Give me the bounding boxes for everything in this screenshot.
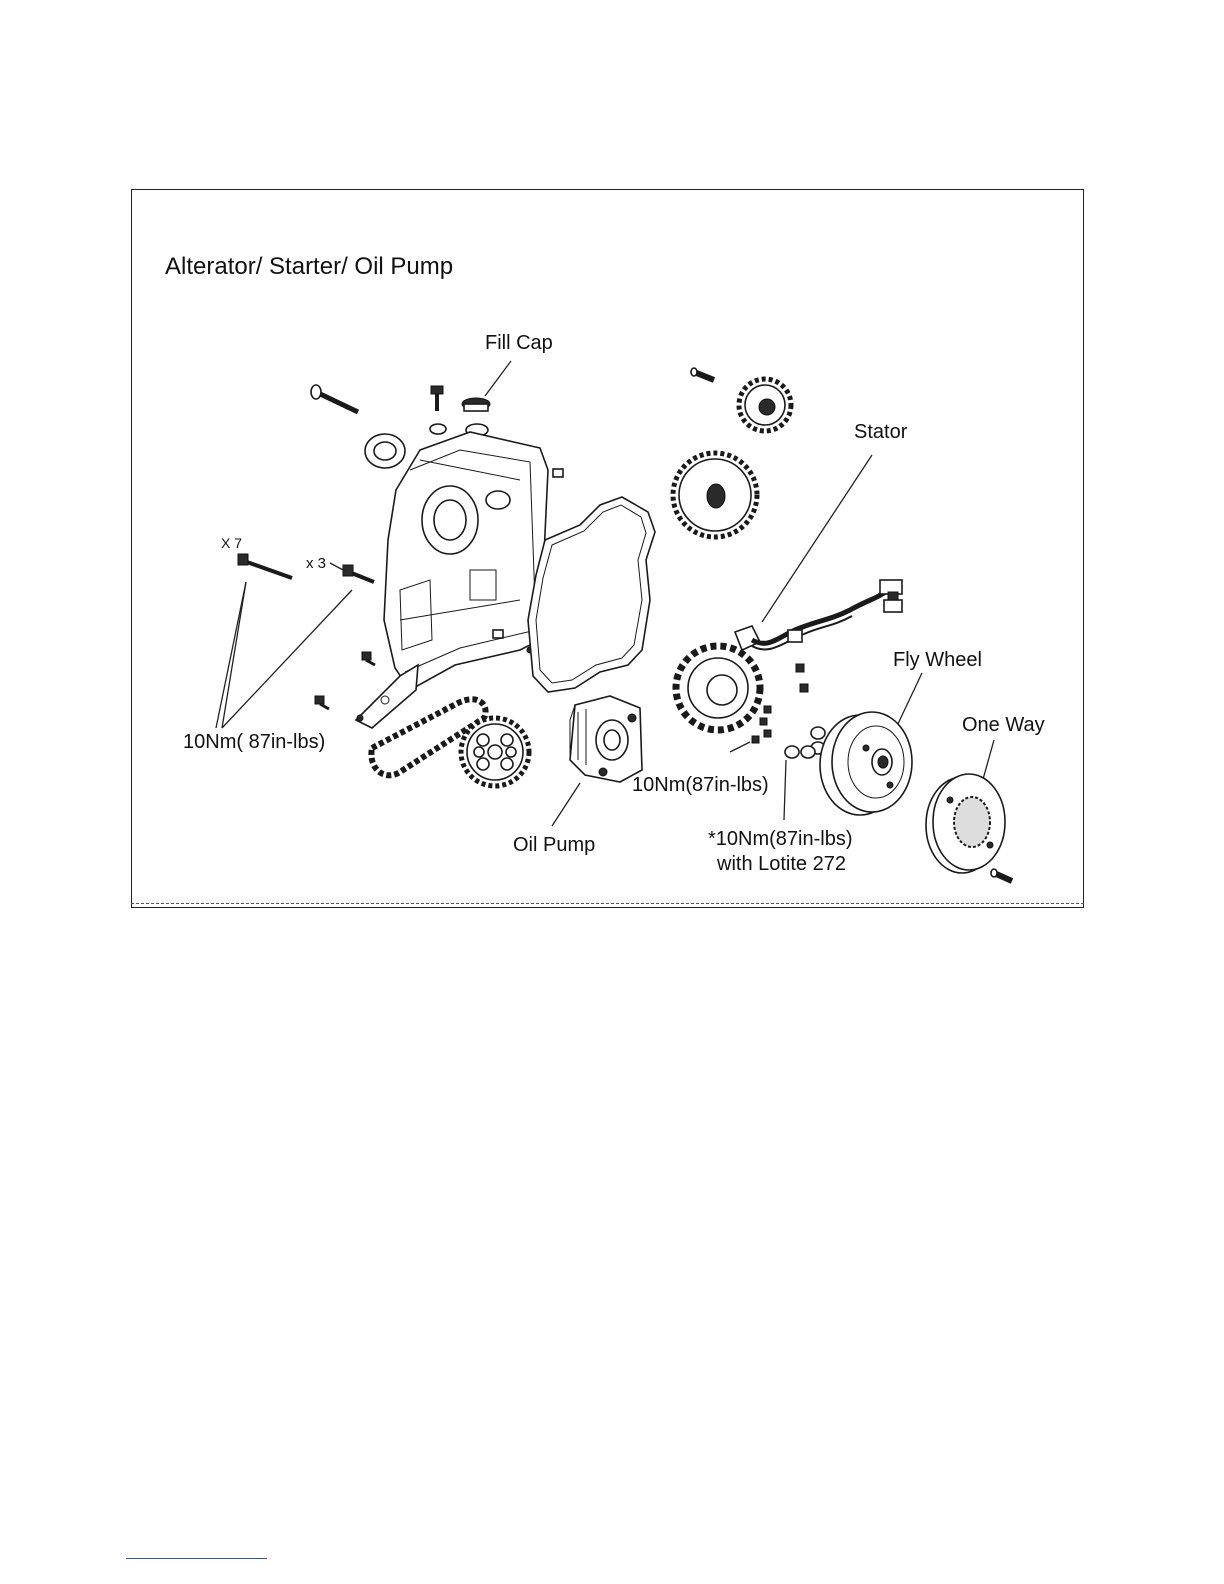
torque-cover-leaders [216, 582, 352, 728]
fly-wheel [820, 712, 912, 815]
pump-sprocket [461, 718, 529, 786]
seal-ring [365, 434, 405, 468]
one-way-label: One Way [962, 714, 1045, 736]
starter-driven-gear [673, 453, 757, 537]
one-way-bolts [785, 727, 825, 758]
flywheel-torque-leader [784, 760, 786, 820]
crankcase-cover [384, 432, 548, 694]
oil-pump-label: Oil Pump [513, 834, 595, 856]
chain-guide [356, 665, 418, 728]
drive-pin [991, 869, 1012, 881]
starter-idle-gear [739, 379, 791, 431]
cover-bolt-x3 [343, 565, 374, 582]
one-way-clutch [926, 774, 1005, 873]
fill-cap-leader [485, 361, 511, 396]
fly-wheel-label: Fly Wheel [893, 649, 982, 671]
stator-leader [762, 455, 872, 622]
dowel-pin [493, 630, 503, 638]
torque-cover-label: 10Nm( 87in-lbs) [183, 731, 325, 753]
flywheel-torque-label: *10Nm(87in-lbs) [708, 828, 853, 850]
gear-shaft-pin [691, 368, 714, 380]
qty-x7-label: X 7 [221, 535, 242, 551]
fill-cap [462, 398, 490, 436]
fly-wheel-leader [896, 673, 922, 728]
oil-pump-leader [552, 783, 580, 826]
oil-pump [570, 696, 642, 782]
diagram-title: Alterator/ Starter/ Oil Pump [165, 253, 453, 280]
fill-cap-bolt [430, 386, 446, 434]
stator-wire-harness [752, 580, 902, 649]
fill-cap-label: Fill Cap [485, 332, 553, 354]
qty-x3-label: x 3 [306, 555, 326, 572]
footer-rule [126, 1558, 267, 1559]
lotite-note-label: with Lotite 272 [716, 853, 846, 875]
long-bolt-top [311, 385, 358, 412]
cover-gasket [528, 497, 655, 692]
stator [676, 626, 760, 730]
stator-torque-leader [730, 742, 750, 752]
stator-torque-label: 10Nm(87in-lbs) [632, 774, 769, 796]
guide-bolt [362, 652, 375, 665]
guide-bolt [315, 696, 329, 709]
dowel-pin [553, 469, 563, 477]
cover-bolt-x7 [238, 554, 292, 578]
stator-label: Stator [854, 421, 908, 443]
